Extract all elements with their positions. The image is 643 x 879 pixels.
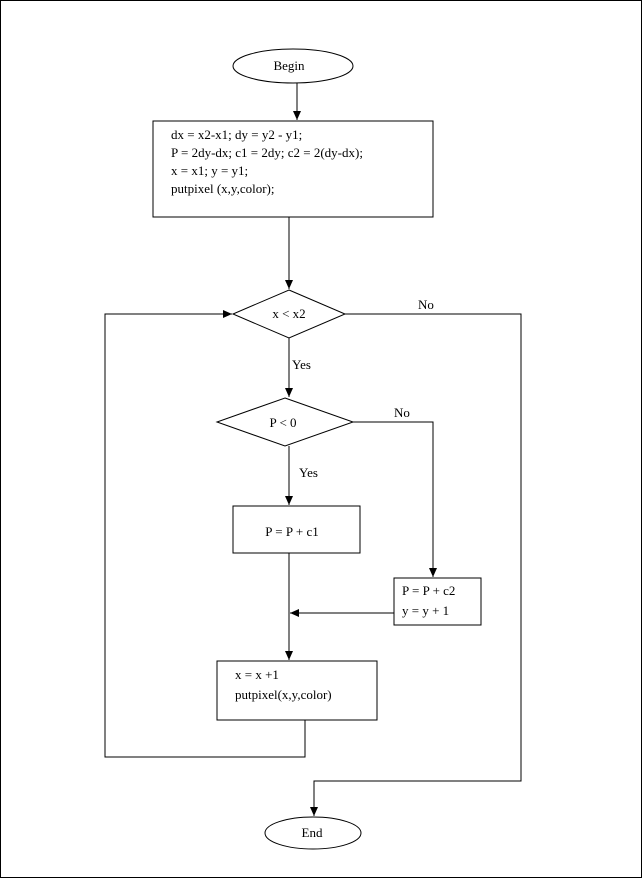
no-process-box [393,577,482,626]
end-label: End [302,825,323,840]
end-terminal [264,816,362,850]
arrow-p-no [353,421,437,577]
p-decision-label: P < 0 [269,415,296,430]
p-yes-label: Yes [299,465,318,480]
init-line-3: x = x1; y = y1; [171,163,248,178]
init-line-4: putpixel (x,y,color); [171,181,275,196]
arrow-loop-no-to-end [310,313,522,816]
p-decision-diamond [215,397,355,447]
init-process-box [152,120,434,218]
loop-no-label: No [418,297,434,312]
loop-decision-label: x < x2 [272,306,305,321]
step-line-1: x = x +1 [235,667,279,682]
p-no-label: No [394,405,410,420]
no-box-line-1: P = P + c2 [402,583,455,598]
no-box-line-2: y = y + 1 [402,603,449,618]
step-process-box [216,660,378,721]
step-line-2: putpixel(x,y,color) [235,687,332,702]
begin-terminal [232,48,354,84]
init-line-2: P = 2dy-dx; c1 = 2dy; c2 = 2(dy-dx); [171,145,363,160]
init-line-1: dx = x2-x1; dy = y2 - y1; [171,127,302,142]
loop-yes-label: Yes [292,357,311,372]
arrow-loop-back [104,310,306,758]
yes-box-label: P = P + c1 [265,524,318,539]
begin-label: Begin [273,58,305,73]
yes-process-box [232,505,361,554]
